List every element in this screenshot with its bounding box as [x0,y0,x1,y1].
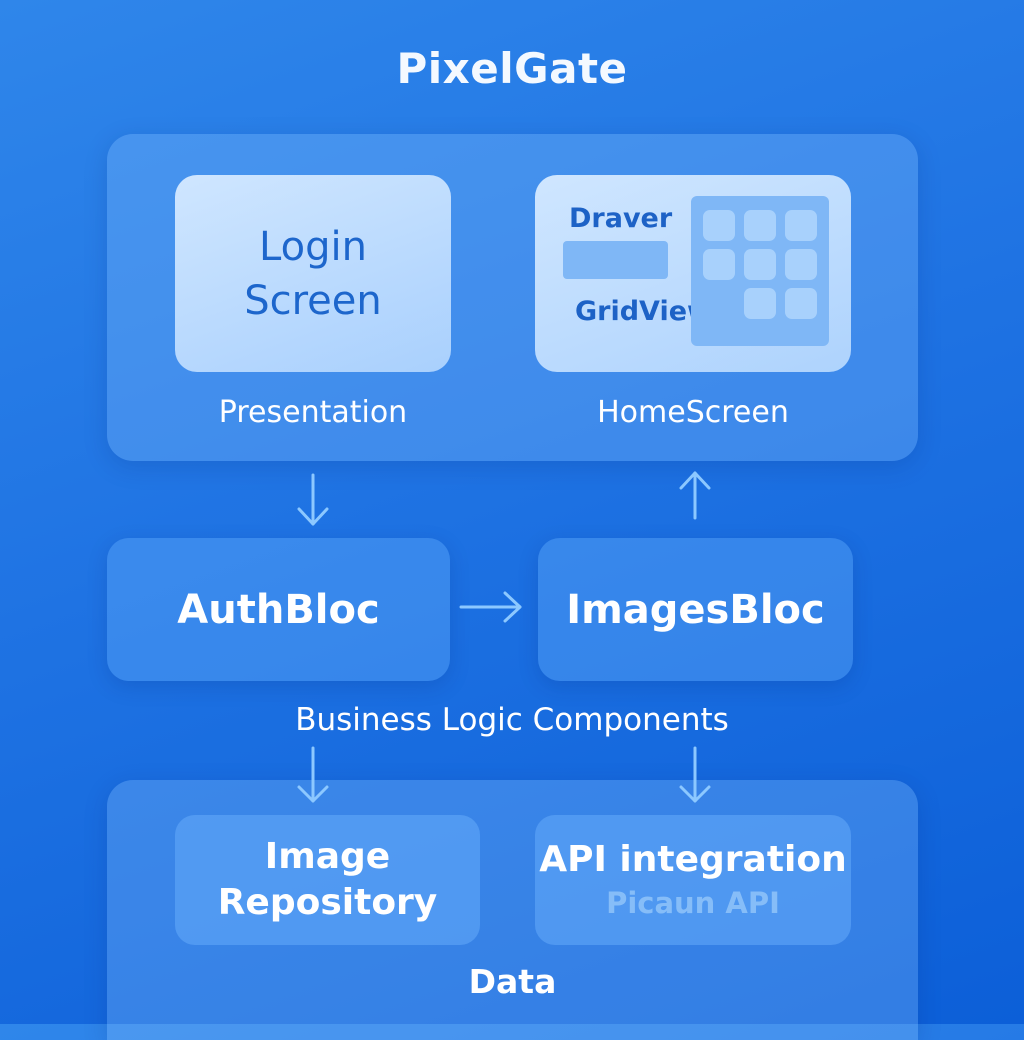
grid-tile [744,288,776,319]
arrow-down-presentation-to-auth [297,473,329,526]
grid-tile [785,288,817,319]
image-repository-line-1: Image [264,836,391,877]
arrow-right-auth-to-images [459,591,522,623]
images-bloc-card: ImagesBloc [538,538,853,681]
gridview-panel [691,196,829,346]
grid-tile [785,249,817,280]
homescreen-label: HomeScreen [597,395,789,430]
auth-bloc-card: AuthBloc [107,538,450,681]
arrow-up-images-to-home [679,471,711,520]
image-repository-card: Image Repository [175,815,480,945]
grid-tile [703,249,735,280]
presentation-label: Presentation [218,395,408,430]
api-integration-subtitle: Picaun API [606,886,780,920]
login-screen-line-1: Login [259,223,367,270]
data-label: Data [468,962,557,1001]
gridview-label: GridView [575,296,712,327]
grid-tile [744,249,776,280]
diagram-title: PixelGate [396,44,628,93]
grid-tile [744,210,776,241]
api-integration-title: API integration [539,839,847,880]
image-repository-line-2: Repository [217,882,438,923]
drawer-bar [563,241,668,279]
business-logic-label: Business Logic Components [295,702,729,738]
data-layer-panel [107,780,918,1040]
login-screen-card: Login Screen [175,175,451,372]
api-integration-card: API integration Picaun API [535,815,851,945]
login-screen-line-2: Screen [244,277,382,324]
home-screen-card: Draver GridView [535,175,851,372]
drawer-label: Draver [569,203,673,234]
grid-tile [785,210,817,241]
grid-tile [703,210,735,241]
